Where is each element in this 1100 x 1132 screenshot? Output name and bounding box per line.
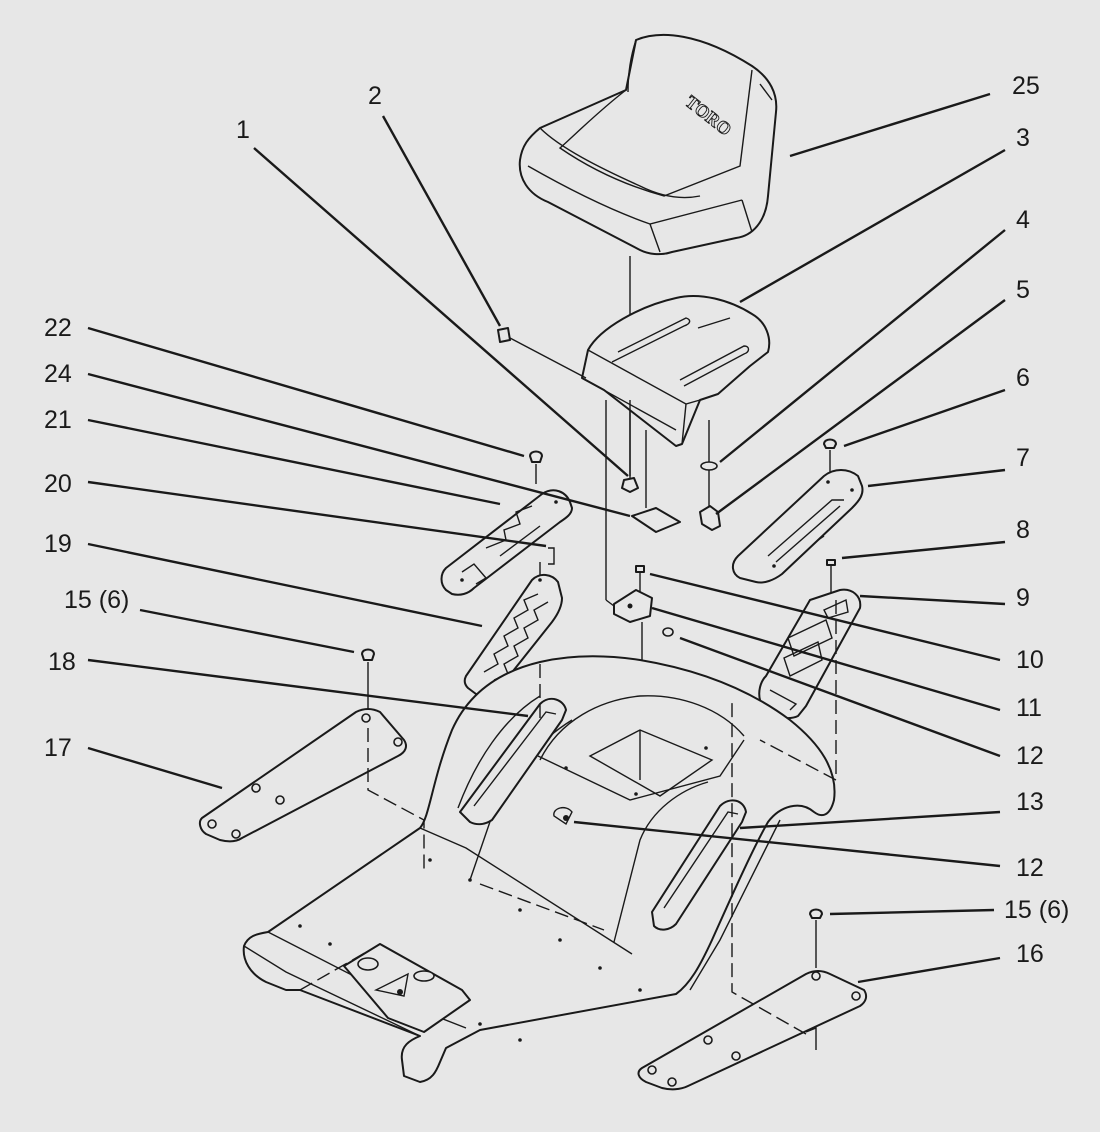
callout-4: 4	[1016, 206, 1030, 234]
callout-15-lower: 15 (6)	[1004, 896, 1069, 924]
callout-1: 1	[236, 116, 250, 144]
callout-8: 8	[1016, 516, 1030, 544]
right-foot-plate	[637, 970, 868, 1091]
left-fender-panel	[440, 489, 573, 596]
callout-labels: 25 2 3 1 4 5 22 24 6 21 7 20 8 19 9 15 (…	[44, 72, 1069, 968]
callout-16: 16	[1016, 940, 1044, 968]
callout-5: 5	[1016, 276, 1030, 304]
callout-9: 9	[1016, 584, 1030, 612]
callout-12-lower: 12	[1016, 854, 1044, 882]
callout-7: 7	[1016, 444, 1030, 472]
callout-24: 24	[44, 360, 72, 388]
callout-18: 18	[48, 648, 76, 676]
callout-13: 13	[1016, 788, 1044, 816]
callout-11: 11	[1016, 694, 1042, 722]
callout-6: 6	[1016, 364, 1030, 392]
callout-12-upper: 12	[1016, 742, 1044, 770]
callout-3: 3	[1016, 124, 1030, 152]
callout-22: 22	[44, 314, 72, 342]
callout-21: 21	[44, 406, 72, 434]
callout-20: 20	[44, 470, 72, 498]
callout-25: 25	[1012, 72, 1040, 100]
assembly-lines	[299, 600, 837, 1035]
callout-17: 17	[44, 734, 72, 762]
seat: TORO	[518, 33, 778, 256]
main-body-frame	[242, 655, 836, 1083]
leader-lines	[87, 92, 1006, 984]
seat-pan	[581, 295, 771, 447]
callout-19: 19	[44, 530, 72, 558]
callout-2: 2	[368, 82, 382, 110]
callout-10: 10	[1016, 646, 1044, 674]
left-foot-plate	[198, 708, 407, 843]
right-fender-panel	[732, 469, 864, 584]
left-fender-track	[463, 574, 563, 697]
callout-15-upper: 15 (6)	[64, 586, 129, 614]
